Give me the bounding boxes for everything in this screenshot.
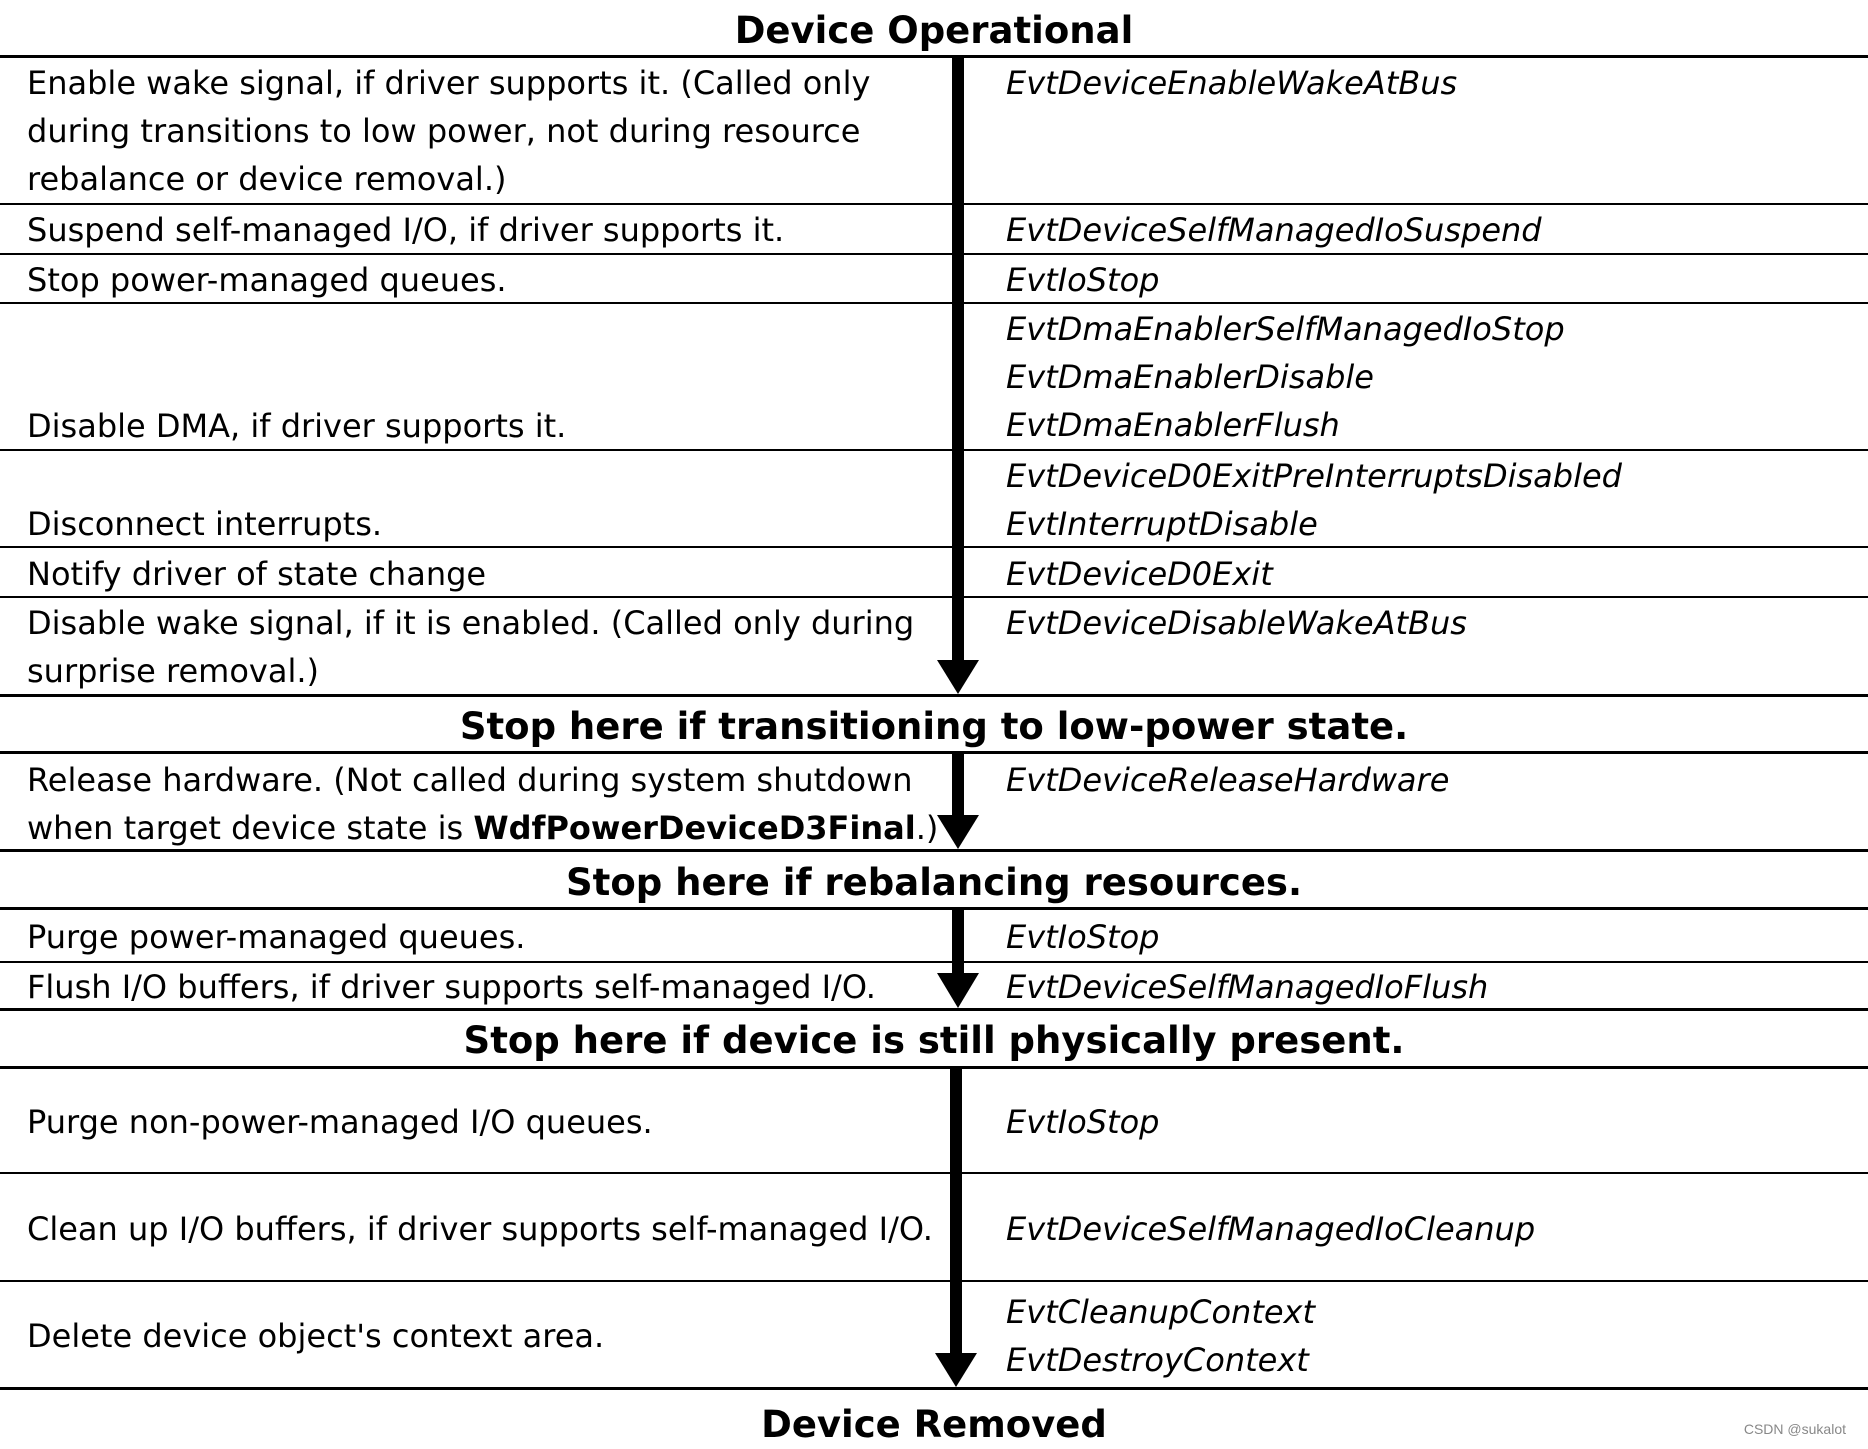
row-description: Disable wake signal, if it is enabled. (… (27, 604, 915, 690)
row-callbacks: EvtDeviceSelfManagedIoCleanup (1006, 1205, 1535, 1253)
callback-name: EvtDmaEnablerDisable (1006, 358, 1374, 396)
divider-line (0, 849, 1868, 852)
header-stop-present: Stop here if device is still physically … (463, 1019, 1405, 1062)
callback-name: EvtDmaEnablerFlush (1006, 406, 1340, 444)
row-separator (0, 961, 1868, 963)
arrow-head-down (935, 1353, 977, 1387)
callback-name: EvtDeviceEnableWakeAtBus (1006, 64, 1458, 102)
row-callbacks: EvtDmaEnablerSelfManagedIoStop EvtDmaEna… (1006, 305, 1565, 449)
callback-name: EvtDmaEnablerSelfManagedIoStop (1006, 310, 1565, 348)
callback-name: EvtIoStop (1006, 1103, 1160, 1141)
row-description: Stop power-managed queues. (27, 261, 507, 299)
header-device-removed: Device Removed (761, 1403, 1107, 1446)
row-callbacks: EvtDeviceEnableWakeAtBus (1006, 59, 1457, 107)
header-stop-rebalance: Stop here if rebalancing resources. (565, 861, 1303, 904)
arrow-shaft (952, 57, 964, 662)
row-callbacks: EvtIoStop (1006, 256, 1159, 304)
arrow-head-down (937, 660, 979, 694)
header-stop-low-power: Stop here if transitioning to low-power … (459, 705, 1409, 748)
divider-line (0, 907, 1868, 910)
row-callbacks: EvtDeviceReleaseHardware (1006, 756, 1449, 804)
header-device-operational: Device Operational (734, 9, 1134, 52)
row-separator (0, 302, 1868, 304)
arrow-shaft (950, 1068, 962, 1355)
callback-name: EvtIoStop (1006, 918, 1160, 956)
callback-name: EvtDeviceSelfManagedIoCleanup (1006, 1210, 1536, 1248)
divider-line (0, 55, 1868, 58)
divider-line (0, 1066, 1868, 1069)
row-description: Clean up I/O buffers, if driver supports… (27, 1210, 933, 1248)
row-callbacks: EvtDeviceDisableWakeAtBus (1006, 599, 1467, 647)
row-description: Disable DMA, if driver supports it. (27, 407, 567, 445)
arrow-head-down (937, 973, 979, 1008)
row-description: Suspend self-managed I/O, if driver supp… (27, 211, 785, 249)
callback-name: EvtDeviceD0Exit (1006, 555, 1273, 593)
description-bold-term: WdfPowerDeviceD3Final (473, 809, 916, 847)
callback-name: EvtCleanupContext (1006, 1293, 1316, 1331)
row-separator (0, 203, 1868, 205)
description-text: Release hardware. (Not called during sys… (27, 761, 913, 847)
callback-name: EvtDestroyContext (1006, 1341, 1309, 1379)
callback-name: EvtDeviceReleaseHardware (1006, 761, 1450, 799)
callback-name: EvtDeviceDisableWakeAtBus (1006, 604, 1467, 642)
row-callbacks: EvtIoStop (1006, 913, 1159, 961)
row-description: Purge non-power-managed I/O queues. (27, 1103, 653, 1141)
row-description: Flush I/O buffers, if driver supports se… (27, 968, 876, 1006)
row-callbacks: EvtDeviceSelfManagedIoSuspend (1006, 206, 1542, 254)
row-separator (0, 253, 1868, 255)
row-description: Enable wake signal, if driver supports i… (27, 64, 871, 198)
row-description: Purge power-managed queues. (27, 918, 526, 956)
row-separator (0, 546, 1868, 548)
row-callbacks: EvtCleanupContext EvtDestroyContext (1006, 1288, 1315, 1384)
divider-line (0, 1008, 1868, 1011)
row-description: Notify driver of state change (27, 555, 487, 593)
row-callbacks: EvtIoStop (1006, 1098, 1159, 1146)
row-separator (0, 596, 1868, 598)
row-callbacks: EvtDeviceSelfManagedIoFlush (1006, 963, 1488, 1011)
watermark: CSDN @sukalot (1743, 1421, 1846, 1437)
arrow-shaft (952, 753, 964, 817)
arrow-head-down (937, 815, 979, 849)
row-separator (0, 1280, 1868, 1282)
callback-name: EvtDeviceSelfManagedIoFlush (1006, 968, 1489, 1006)
row-description: Disconnect interrupts. (27, 505, 383, 543)
arrow-shaft (952, 909, 964, 975)
row-separator (0, 1172, 1868, 1174)
divider-line (0, 694, 1868, 697)
row-separator (0, 449, 1868, 451)
callback-name: EvtDeviceSelfManagedIoSuspend (1006, 211, 1542, 249)
callback-name: EvtIoStop (1006, 261, 1160, 299)
row-description: Delete device object's context area. (27, 1317, 605, 1355)
row-callbacks: EvtDeviceD0ExitPreInterruptsDisabled Evt… (1006, 452, 1622, 548)
row-description: Release hardware. (Not called during sys… (27, 756, 947, 852)
divider-line (0, 1387, 1868, 1390)
callback-name: EvtDeviceD0ExitPreInterruptsDisabled (1006, 457, 1622, 495)
row-callbacks: EvtDeviceD0Exit (1006, 550, 1273, 598)
divider-line (0, 751, 1868, 754)
callback-name: EvtInterruptDisable (1006, 505, 1318, 543)
description-text: .) (915, 809, 939, 847)
